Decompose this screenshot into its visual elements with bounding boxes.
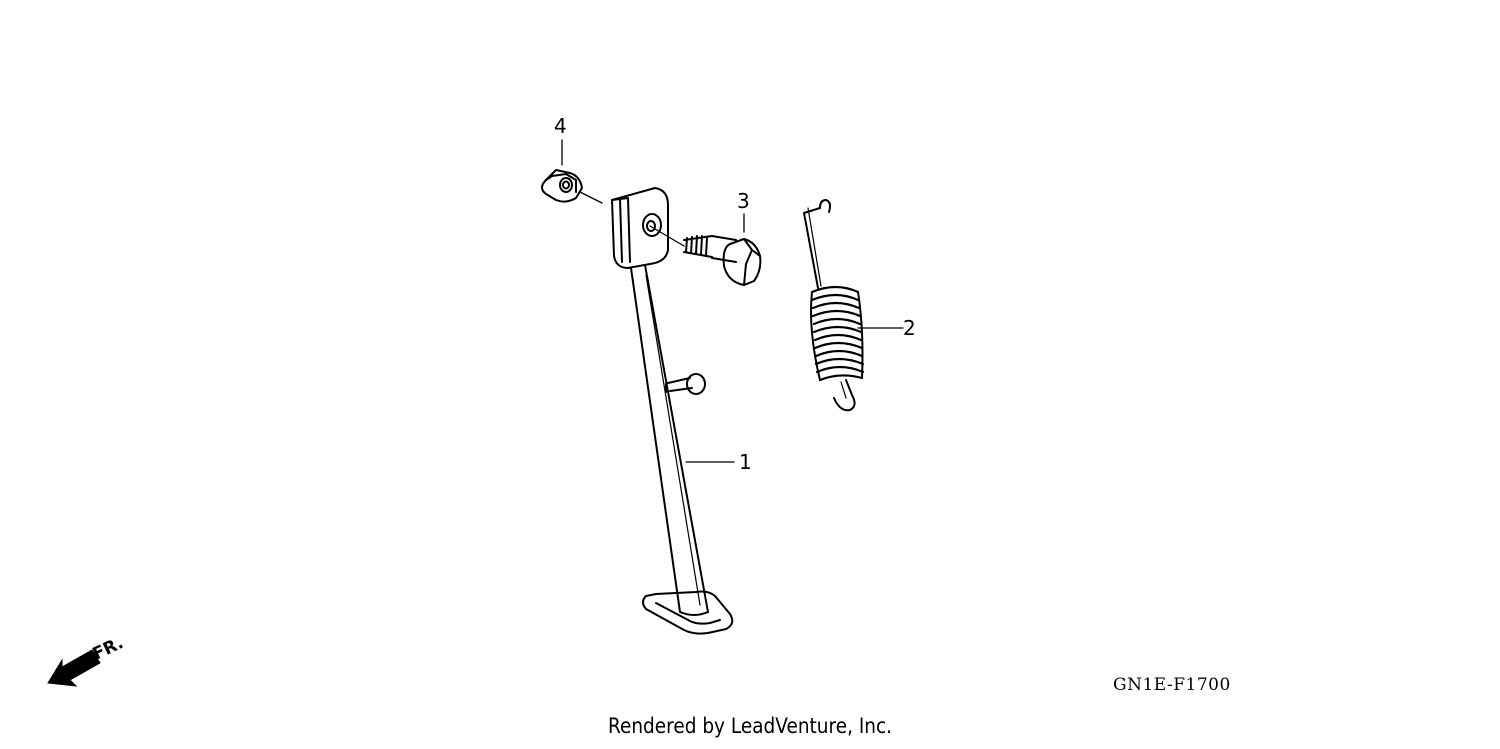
front-arrow-icon [47,649,101,687]
callout-part-2: 2 [903,316,916,340]
callout-part-1: 1 [739,450,752,474]
front-direction-marker: FR. [47,633,127,687]
bolt-part [683,235,762,286]
callout-part-3: 3 [737,189,750,213]
callout-part-4: 4 [554,114,567,138]
nut-part [541,169,583,203]
side-stand-part [611,187,734,635]
footer-credit: Rendered by LeadVenture, Inc. [607,714,893,738]
front-direction-label: FR. [90,633,127,664]
spring-part [803,199,865,412]
diagram-code: GN1E-F1700 [1113,675,1231,695]
